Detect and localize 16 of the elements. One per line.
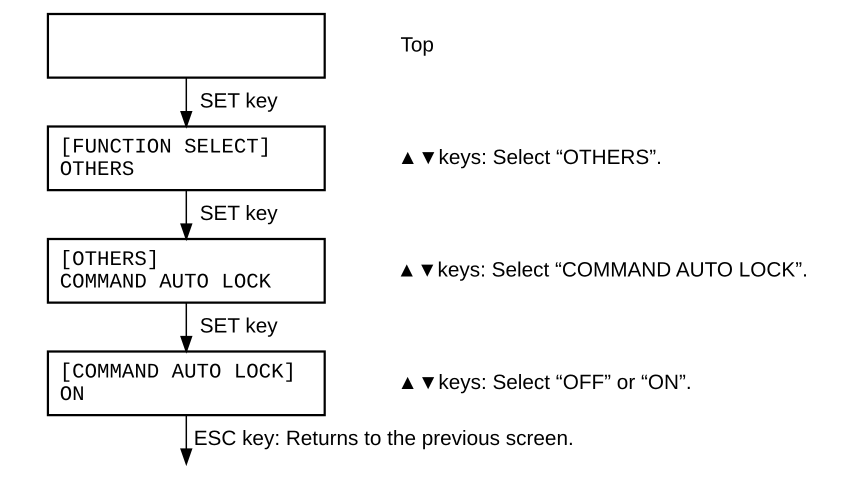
node-label: Top	[400, 33, 434, 56]
node-box: [COMMAND AUTO LOCK] ON	[46, 350, 326, 416]
node-box: [FUNCTION SELECT] OTHERS	[46, 125, 326, 192]
node-box: [OTHERS] COMMAND AUTO LOCK	[46, 238, 326, 304]
node-box	[46, 12, 326, 79]
edge-label: SET key	[200, 90, 278, 113]
node-label: ▲▼keys: Select “COMMAND AUTO LOCK”.	[396, 258, 808, 282]
arrow	[180, 78, 193, 129]
edge-label: SET key	[200, 314, 278, 338]
arrow	[180, 190, 193, 242]
node-label: ▲▼keys: Select “OFF” or “ON”.	[397, 370, 692, 394]
arrow	[180, 415, 193, 466]
edge-label: SET key	[200, 202, 278, 226]
edge-label: ESC key: Returns to the previous screen.	[194, 426, 574, 450]
node-label: ▲▼keys: Select “OTHERS”.	[398, 146, 662, 169]
arrow	[180, 302, 193, 354]
